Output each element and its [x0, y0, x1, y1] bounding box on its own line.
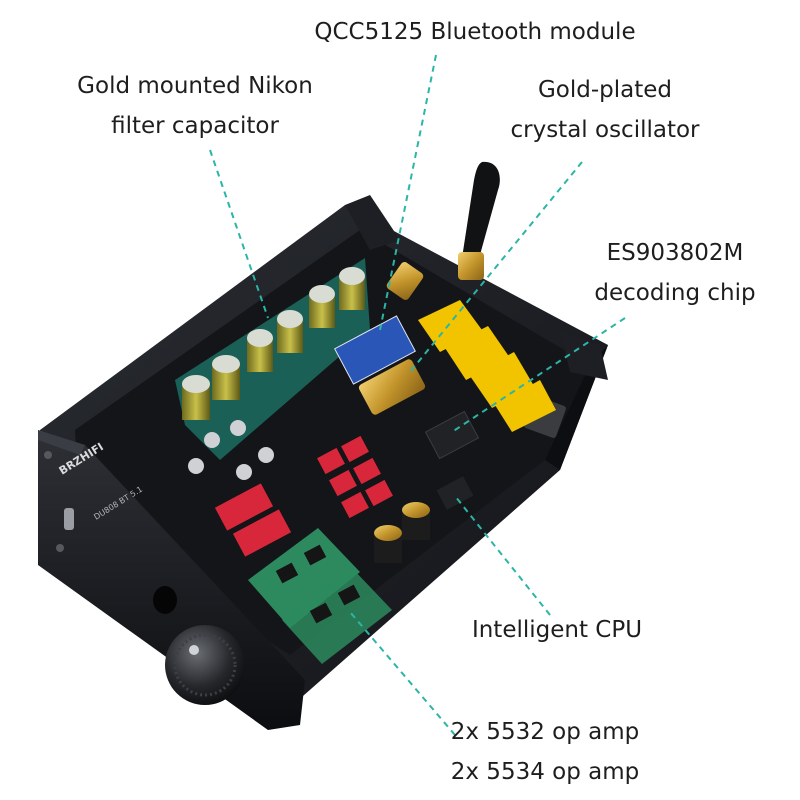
callout-decoding-chip: ES903802M decoding chip [580, 233, 770, 313]
callout-filter-capacitor: Gold mounted Nikon filter capacitor [55, 66, 335, 146]
toggle-switch-icon [64, 508, 74, 530]
leader-line-cpu [454, 495, 551, 616]
leader-line-bluetooth [379, 54, 437, 331]
leader-line-oscillator [409, 161, 583, 373]
bluetooth-module [334, 315, 416, 385]
callout-capacitor-line2: filter capacitor [111, 113, 279, 139]
red-capacitors [214, 435, 393, 557]
callout-oscillator-line1: Gold-plated [537, 77, 673, 103]
antenna-icon [458, 161, 500, 280]
callout-decoder-line1: ES903802M [606, 240, 744, 266]
capacitor-bank [182, 267, 365, 420]
callout-capacitor-line1: Gold mounted Nikon [77, 73, 313, 99]
callout-cpu-line1: Intelligent CPU [471, 617, 643, 643]
small-capacitors [188, 420, 274, 480]
cpu-chip [436, 476, 474, 510]
rca-jack-top [386, 262, 424, 300]
callout-opamp-line1: 2x 5532 op amp [450, 719, 640, 745]
leader-line-decoder [451, 317, 626, 433]
op-amp-board [248, 528, 392, 664]
output-capacitors [374, 502, 430, 563]
volume-knob-icon [165, 625, 245, 705]
crystal-oscillator [358, 359, 426, 415]
leader-lines [209, 54, 626, 736]
headphone-jack-icon [153, 586, 177, 614]
yellow-connectors [418, 300, 556, 432]
callout-crystal-oscillator: Gold-plated crystal oscillator [490, 70, 720, 150]
callout-op-amps: 2x 5532 op amp 2x 5534 op amp [430, 712, 660, 792]
callout-bluetooth-line1: QCC5125 Bluetooth module [314, 19, 636, 45]
leader-line-opamp [349, 611, 456, 736]
callout-decoder-line2: decoding chip [594, 280, 756, 306]
callout-intelligent-cpu: Intelligent CPU [452, 610, 662, 650]
callout-bluetooth-module: QCC5125 Bluetooth module [300, 12, 650, 52]
callout-opamp-line2: 2x 5534 op amp [450, 759, 640, 785]
leader-line-capacitor [209, 149, 269, 319]
callout-oscillator-line2: crystal oscillator [510, 117, 700, 143]
